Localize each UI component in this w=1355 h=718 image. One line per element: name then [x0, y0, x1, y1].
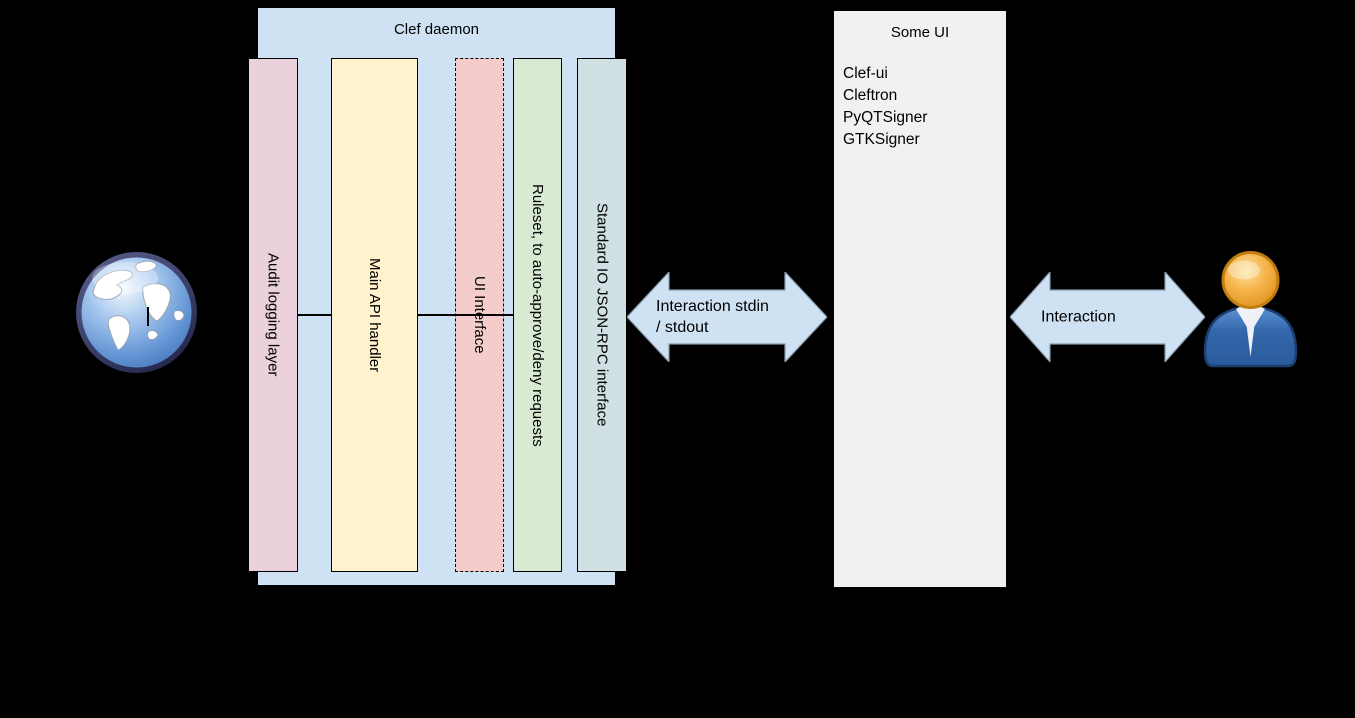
some-ui-item: Cleftron	[843, 87, 898, 104]
module-audit-logging-layer: Audit logging layer	[248, 58, 298, 572]
arrow-label-line1: Interaction	[1041, 308, 1116, 326]
module-label: Ruleset, to auto-approve/deny requests	[529, 183, 546, 447]
some-ui-item: GTKSigner	[843, 131, 920, 148]
module-stdio-jsonrpc-interface: Standard IO JSON-RPC interface	[577, 58, 627, 572]
module-label: Main API handler	[366, 257, 383, 373]
arrow-stdin-stdout-label: Interaction stdin / stdout	[656, 296, 769, 338]
module-label: Standard IO JSON-RPC interface	[593, 203, 611, 427]
connector-audit-to-mainapi	[297, 314, 332, 316]
user-graphic	[1203, 251, 1298, 368]
some-ui-item: PyQTSigner	[843, 109, 928, 126]
double-arrow-icon	[1010, 272, 1205, 362]
arrow-interaction: Interaction	[1010, 272, 1205, 362]
some-ui-title: Some UI	[890, 24, 950, 41]
arrow-label-line2: / stdout	[656, 319, 709, 336]
arrow-label-line1: Interaction stdin	[656, 298, 769, 315]
module-ruleset: Ruleset, to auto-approve/deny requests	[513, 58, 562, 572]
globe-graphic	[76, 252, 197, 373]
globe-connector-tick	[147, 307, 149, 326]
some-ui-item: Clef-ui	[843, 65, 888, 82]
some-ui-box: Some UI Clef-ui Cleftron PyQTSigner GTKS…	[833, 10, 1007, 588]
module-main-api-handler: Main API handler	[331, 58, 418, 572]
user-icon	[1202, 249, 1299, 368]
globe-icon	[75, 251, 198, 374]
double-arrow-icon	[627, 272, 827, 362]
clef-daemon-title: Clef daemon	[393, 21, 480, 38]
connector-mainapi-to-ruleset	[417, 314, 514, 316]
arrow-interaction-label: Interaction	[1041, 307, 1116, 328]
some-ui-list: Clef-ui Cleftron PyQTSigner GTKSigner	[843, 63, 927, 151]
module-label: Audit logging layer	[264, 253, 282, 377]
clef-daemon-box: Clef daemon	[257, 7, 616, 586]
arrow-stdin-stdout: Interaction stdin / stdout	[627, 272, 827, 362]
